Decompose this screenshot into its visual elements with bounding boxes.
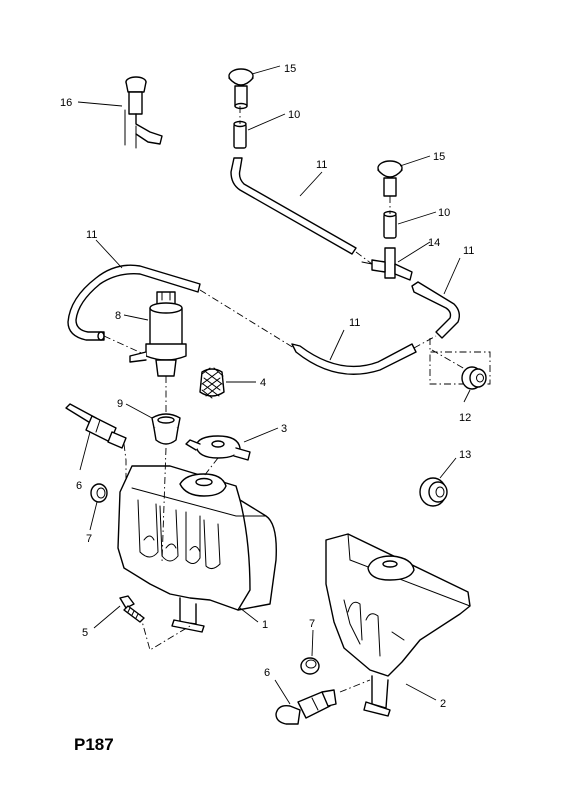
part-16-washer-jet <box>124 76 163 149</box>
callout-1: 1 <box>262 619 268 631</box>
part-5-screw <box>119 595 145 623</box>
part-15-jet-cap-right <box>377 160 403 197</box>
part-10-connector-upper <box>233 106 247 149</box>
callout-7: 7 <box>86 533 92 545</box>
part-11-hose-left-loop <box>67 264 201 341</box>
callout-3: 3 <box>281 423 287 435</box>
callout-11: 11 <box>463 245 474 257</box>
callout-6: 6 <box>264 667 270 679</box>
callout-15: 15 <box>284 63 296 75</box>
part-8-washer-pump <box>129 291 187 420</box>
callout-14: 14 <box>428 237 440 249</box>
part-11-hose-upper <box>230 157 357 255</box>
callout-9: 9 <box>117 398 123 410</box>
callout-5: 5 <box>82 627 88 639</box>
callout-12: 12 <box>459 412 471 424</box>
callout-11: 11 <box>86 229 97 241</box>
part-14-t-connector <box>361 247 413 281</box>
callout-labels: 15 10 11 15 10 14 11 11 11 16 8 4 9 3 6 … <box>60 63 474 754</box>
leader-lines <box>77 65 471 705</box>
part-15-jet-cap-upper <box>228 68 254 110</box>
callout-7: 7 <box>309 618 315 630</box>
callout-10: 10 <box>288 109 300 121</box>
callout-11: 11 <box>316 159 327 171</box>
part-12-grommet <box>461 366 487 390</box>
callout-2: 2 <box>440 698 446 710</box>
part-4-filter-screen <box>199 367 225 399</box>
part-6-level-sensor-left <box>65 403 127 478</box>
part-11-hose-lower <box>291 343 417 375</box>
part-13-grommet <box>419 477 448 507</box>
callout-11: 11 <box>349 317 360 329</box>
part-9-pump-grommet <box>151 413 181 445</box>
callout-13: 13 <box>459 449 471 461</box>
callout-4: 4 <box>260 377 266 389</box>
part-11-hose-right <box>411 281 461 339</box>
part-7-grommet-right <box>300 657 320 675</box>
part-1-washer-reservoir <box>117 447 277 651</box>
callout-8: 8 <box>115 310 121 322</box>
diagram-code: P187 <box>74 735 114 754</box>
callout-15: 15 <box>433 151 445 163</box>
part-7-grommet-left <box>90 483 108 503</box>
part-10-connector-right <box>383 196 397 239</box>
part-6-level-sensor-right <box>275 689 337 725</box>
callout-10: 10 <box>438 207 450 219</box>
callout-6: 6 <box>76 480 82 492</box>
part-2-washer-reservoir <box>325 533 471 717</box>
callout-16: 16 <box>60 97 72 109</box>
part-3-filler-cap <box>185 435 251 461</box>
